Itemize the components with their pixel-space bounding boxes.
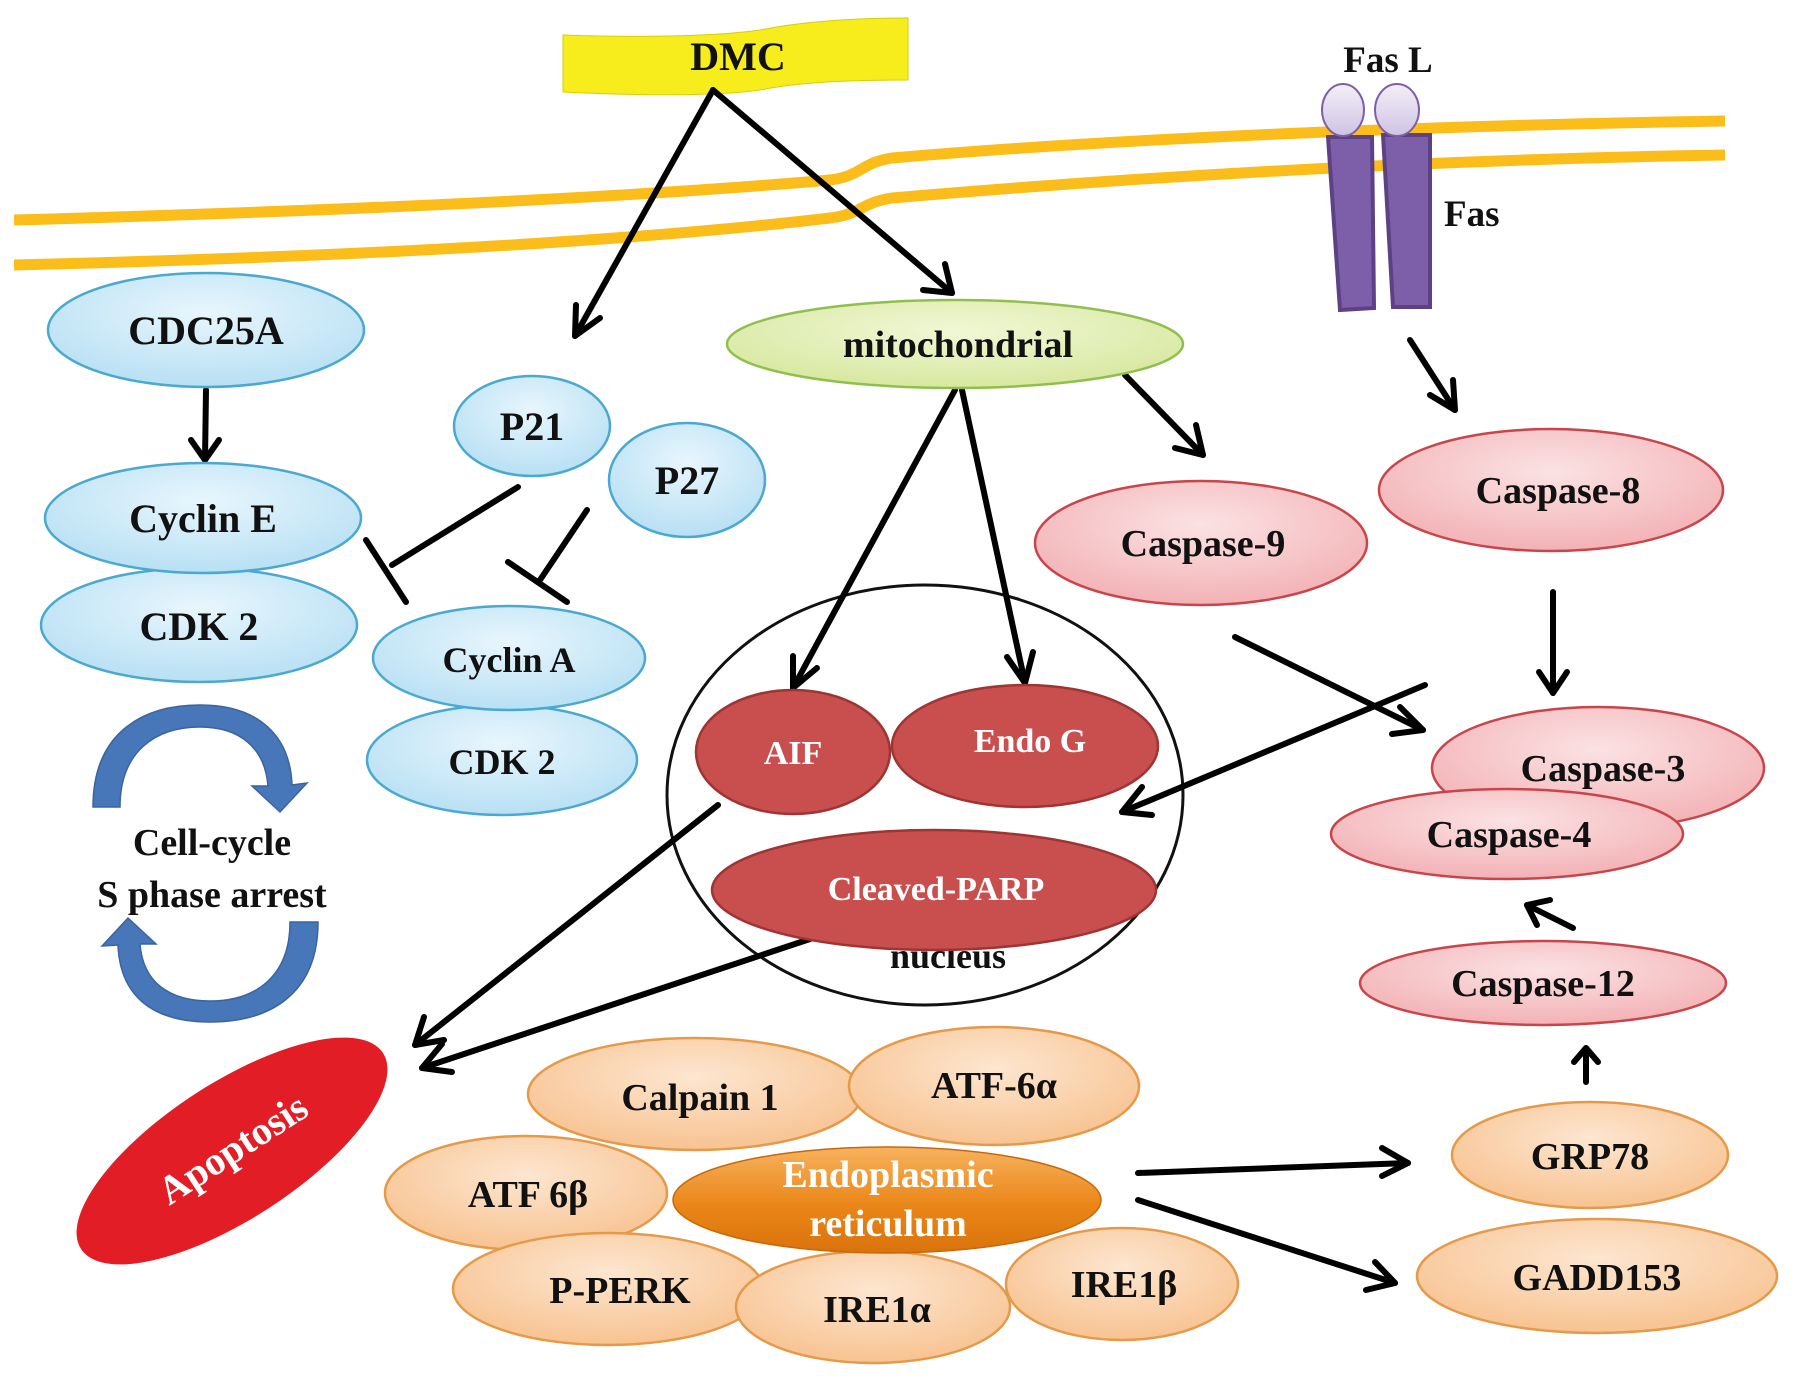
node-atf6b[interactable]: ATF 6β (383, 1134, 669, 1252)
cdk2-right-label: CDK 2 (449, 742, 556, 782)
node-mitochondrial[interactable]: mitochondrial (725, 298, 1185, 390)
arrow-aif-to-apoptosis (412, 802, 721, 1048)
node-grp78[interactable]: GRP78 (1450, 1100, 1730, 1210)
p27-label: P27 (655, 458, 719, 503)
dmc-banner-shape (562, 17, 909, 96)
ire1b-label: IRE1β (1071, 1264, 1178, 1306)
node-ire1a[interactable]: IRE1α (734, 1249, 1012, 1365)
er-cluster: Calpain 1 ATF-6α ATF 6β P-PERK IRE1β IRE… (383, 1025, 1240, 1365)
node-aif[interactable]: AIF (694, 688, 892, 816)
node-atf6a[interactable]: ATF-6α (847, 1025, 1141, 1147)
node-cdk2-right[interactable]: CDK 2 (365, 703, 639, 817)
node-cleaved-parp[interactable]: Cleaved-PARP (710, 828, 1158, 952)
cell-cycle-arrows: Cell-cycle S phase arrest (92, 704, 327, 1023)
nucleus-outline (665, 583, 1185, 1007)
cdc25a-label: CDC25A (128, 308, 284, 353)
node-endo-g[interactable]: Endo G (890, 683, 1160, 809)
node-calpain1[interactable]: Calpain 1 (526, 1036, 864, 1152)
arrow-cdc25a-to-cyclin-e (188, 387, 222, 463)
er-label-line1: Endoplasmic (782, 1154, 993, 1196)
connectors (188, 87, 1601, 1293)
fas-receptor[interactable]: Fas L Fas (1321, 40, 1500, 313)
fas-l-label: Fas L (1343, 40, 1432, 81)
node-ire1b[interactable]: IRE1β (1004, 1226, 1240, 1342)
node-pperk[interactable]: P-PERK (451, 1231, 765, 1347)
fas-ligand-right (1374, 83, 1420, 137)
cycle-arrow-top-icon (92, 704, 309, 814)
calpain1-label: Calpain 1 (621, 1077, 778, 1119)
cell-membrane (13, 115, 1726, 271)
grp78-label: GRP78 (1531, 1136, 1649, 1178)
arrow-er-to-grp78 (1135, 1145, 1411, 1179)
node-cyclin-a[interactable]: Cyclin A (371, 604, 647, 712)
caspase8-label: Caspase-8 (1476, 470, 1641, 512)
fas-bar-left (1325, 135, 1377, 313)
arrow-mitochondrial-to-caspase9 (1122, 372, 1206, 458)
node-caspase4[interactable]: Caspase-4 (1329, 787, 1685, 881)
gadd153-label: GADD153 (1513, 1257, 1682, 1299)
arrow-caspase9-to-caspase3 (1232, 634, 1426, 737)
dmc-node[interactable]: DMC (562, 17, 909, 96)
node-cdc25a[interactable]: CDC25A (46, 271, 366, 389)
atf6a-label: ATF-6α (931, 1065, 1057, 1107)
arrow-mitochondrial-to-endo-g (959, 387, 1036, 686)
node-cyclin-e[interactable]: Cyclin E (43, 461, 363, 575)
dmc-label: DMC (690, 34, 786, 79)
node-apoptosis[interactable]: Apoptosis (44, 996, 420, 1306)
fas-ligand-left (1321, 83, 1365, 137)
membrane-outer-line (13, 115, 1726, 226)
arrow-dmc-to-mitochondrial (710, 87, 955, 296)
node-p27[interactable]: P27 (607, 421, 767, 539)
arrow-mitochondrial-to-aif (790, 387, 958, 691)
caspase3-label: Caspase-3 (1521, 748, 1686, 790)
p21-label: P21 (500, 404, 564, 449)
endo-g-label: Endo G (974, 723, 1086, 760)
arrow-cleaved-parp-to-apoptosis (419, 932, 825, 1075)
cell-cycle-label-line2: S phase arrest (97, 874, 327, 916)
cleaved-parp-label: Cleaved-PARP (828, 871, 1045, 908)
cell-cycle-label-line1: Cell-cycle (133, 822, 291, 864)
inhibition-p21-to-cyclin-e (363, 484, 521, 605)
pperk-label: P-PERK (549, 1270, 691, 1312)
er-label-line2: reticulum (809, 1203, 967, 1245)
caspase4-label: Caspase-4 (1427, 814, 1592, 856)
node-caspase12[interactable]: Caspase-12 (1358, 939, 1728, 1027)
caspase9-label: Caspase-9 (1121, 523, 1286, 565)
node-caspase9[interactable]: Caspase-9 (1033, 479, 1369, 607)
node-caspase8[interactable]: Caspase-8 (1377, 427, 1725, 553)
ire1a-label: IRE1α (823, 1289, 931, 1331)
arrow-dmc-to-p21 (572, 87, 716, 339)
node-cdk2-left[interactable]: CDK 2 (39, 566, 359, 684)
arrow-grp78-to-caspase12 (1571, 1045, 1601, 1085)
fas-bar-right (1380, 133, 1432, 309)
arrow-caspase12-to-caspase4 (1524, 897, 1576, 931)
aif-label: AIF (764, 735, 823, 772)
arrow-er-to-gadd153 (1135, 1197, 1398, 1293)
arrow-caspase8-to-caspase3 (1536, 589, 1570, 696)
mitochondrial-label: mitochondrial (843, 324, 1073, 366)
node-gadd153[interactable]: GADD153 (1415, 1217, 1779, 1335)
inhibition-p27-to-cyclin-a (505, 507, 590, 605)
arrow-fas-to-caspase8 (1407, 337, 1458, 413)
atf6b-label: ATF 6β (468, 1174, 588, 1216)
arrow-caspase3-to-cleaved-parp (1119, 682, 1428, 818)
caspase12-label: Caspase-12 (1451, 963, 1635, 1005)
cyclin-a-label: Cyclin A (442, 640, 575, 680)
cycle-arrow-bottom-icon (100, 916, 319, 1023)
node-p21[interactable]: P21 (452, 374, 612, 478)
cyclin-e-label: Cyclin E (129, 496, 277, 541)
cdk2-left-label: CDK 2 (140, 604, 259, 649)
node-endoplasmic-reticulum[interactable]: Endoplasmic reticulum (672, 1146, 1102, 1254)
fas-label: Fas (1444, 194, 1500, 235)
